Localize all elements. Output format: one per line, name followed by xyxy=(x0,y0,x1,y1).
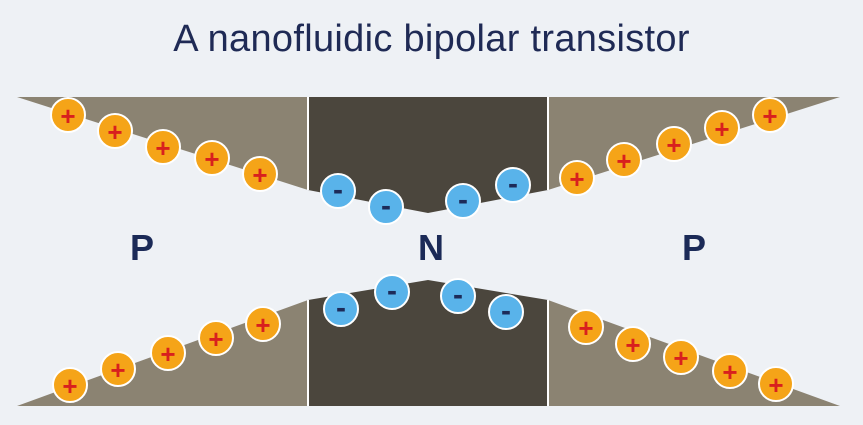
positive-charge: + xyxy=(150,335,186,371)
plus-sign-icon: + xyxy=(60,101,75,131)
positive-charge: + xyxy=(559,160,595,196)
plus-sign-icon: + xyxy=(110,355,125,385)
positive-charge: + xyxy=(656,126,692,162)
minus-sign-icon: - xyxy=(458,184,468,217)
positive-ion-circle xyxy=(663,339,699,375)
positive-ion-circle xyxy=(559,160,595,196)
plus-sign-icon: + xyxy=(107,117,122,147)
plus-sign-icon: + xyxy=(160,339,175,369)
minus-sign-icon: - xyxy=(387,275,397,308)
positive-ion-circle xyxy=(242,156,278,192)
positive-charge: + xyxy=(52,367,88,403)
plus-sign-icon: + xyxy=(569,164,584,194)
plus-sign-icon: + xyxy=(762,101,777,131)
plus-sign-icon: + xyxy=(673,343,688,373)
surface-charges: + + + + + - - - - + + + + + + + + + + - - - - + + + + + xyxy=(50,97,794,403)
negative-ion-circle xyxy=(445,183,481,219)
negative-ion-circle xyxy=(323,291,359,327)
positive-ion-circle xyxy=(97,113,133,149)
negative-charge: - xyxy=(440,278,476,314)
positive-ion-circle xyxy=(704,110,740,146)
plus-sign-icon: + xyxy=(625,330,640,360)
positive-ion-circle xyxy=(194,140,230,176)
positive-ion-circle xyxy=(758,366,794,402)
plus-sign-icon: + xyxy=(616,146,631,176)
negative-charge: - xyxy=(368,189,404,225)
positive-charge: + xyxy=(752,97,788,133)
negative-ion-circle xyxy=(374,274,410,310)
plus-sign-icon: + xyxy=(155,133,170,163)
positive-charge: + xyxy=(712,353,748,389)
positive-ion-circle xyxy=(198,320,234,356)
positive-charge: + xyxy=(242,156,278,192)
positive-ion-circle xyxy=(752,97,788,133)
positive-ion-circle xyxy=(615,326,651,362)
region-label-left-p: P xyxy=(130,227,154,268)
positive-ion-circle xyxy=(245,306,281,342)
top-n-wall xyxy=(308,97,548,213)
positive-charge: + xyxy=(758,366,794,402)
negative-charge: - xyxy=(445,183,481,219)
positive-charge: + xyxy=(245,306,281,342)
positive-charge: + xyxy=(145,129,181,165)
diagram-title: A nanofluidic bipolar transistor xyxy=(173,18,690,60)
negative-charge: - xyxy=(488,294,524,330)
plus-sign-icon: + xyxy=(62,371,77,401)
minus-sign-icon: - xyxy=(501,295,511,328)
positive-ion-circle xyxy=(568,309,604,345)
minus-sign-icon: - xyxy=(381,190,391,223)
positive-charge: + xyxy=(704,110,740,146)
positive-charge: + xyxy=(50,97,86,133)
positive-charge: + xyxy=(606,142,642,178)
plus-sign-icon: + xyxy=(252,160,267,190)
plus-sign-icon: + xyxy=(208,324,223,354)
region-label-right-p: P xyxy=(682,227,706,268)
positive-charge: + xyxy=(100,351,136,387)
minus-sign-icon: - xyxy=(336,292,346,325)
plus-sign-icon: + xyxy=(768,370,783,400)
negative-ion-circle xyxy=(495,167,531,203)
plus-sign-icon: + xyxy=(204,144,219,174)
region-label-n: N xyxy=(418,227,444,268)
positive-ion-circle xyxy=(100,351,136,387)
positive-charge: + xyxy=(615,326,651,362)
negative-charge: - xyxy=(495,167,531,203)
plus-sign-icon: + xyxy=(255,310,270,340)
positive-ion-circle xyxy=(150,335,186,371)
positive-charge: + xyxy=(97,113,133,149)
positive-charge: + xyxy=(568,309,604,345)
positive-ion-circle xyxy=(145,129,181,165)
minus-sign-icon: - xyxy=(508,168,518,201)
plus-sign-icon: + xyxy=(666,130,681,160)
positive-ion-circle xyxy=(712,353,748,389)
positive-charge: + xyxy=(194,140,230,176)
plus-sign-icon: + xyxy=(722,357,737,387)
positive-ion-circle xyxy=(52,367,88,403)
plus-sign-icon: + xyxy=(714,114,729,144)
negative-charge: - xyxy=(320,173,356,209)
negative-charge: - xyxy=(323,291,359,327)
negative-ion-circle xyxy=(368,189,404,225)
negative-charge: - xyxy=(374,274,410,310)
positive-charge: + xyxy=(663,339,699,375)
positive-ion-circle xyxy=(656,126,692,162)
minus-sign-icon: - xyxy=(453,279,463,312)
minus-sign-icon: - xyxy=(333,174,343,207)
negative-ion-circle xyxy=(488,294,524,330)
positive-ion-circle xyxy=(50,97,86,133)
negative-ion-circle xyxy=(320,173,356,209)
plus-sign-icon: + xyxy=(578,313,593,343)
positive-charge: + xyxy=(198,320,234,356)
bottom-n-wall xyxy=(308,280,548,406)
positive-ion-circle xyxy=(606,142,642,178)
negative-ion-circle xyxy=(440,278,476,314)
